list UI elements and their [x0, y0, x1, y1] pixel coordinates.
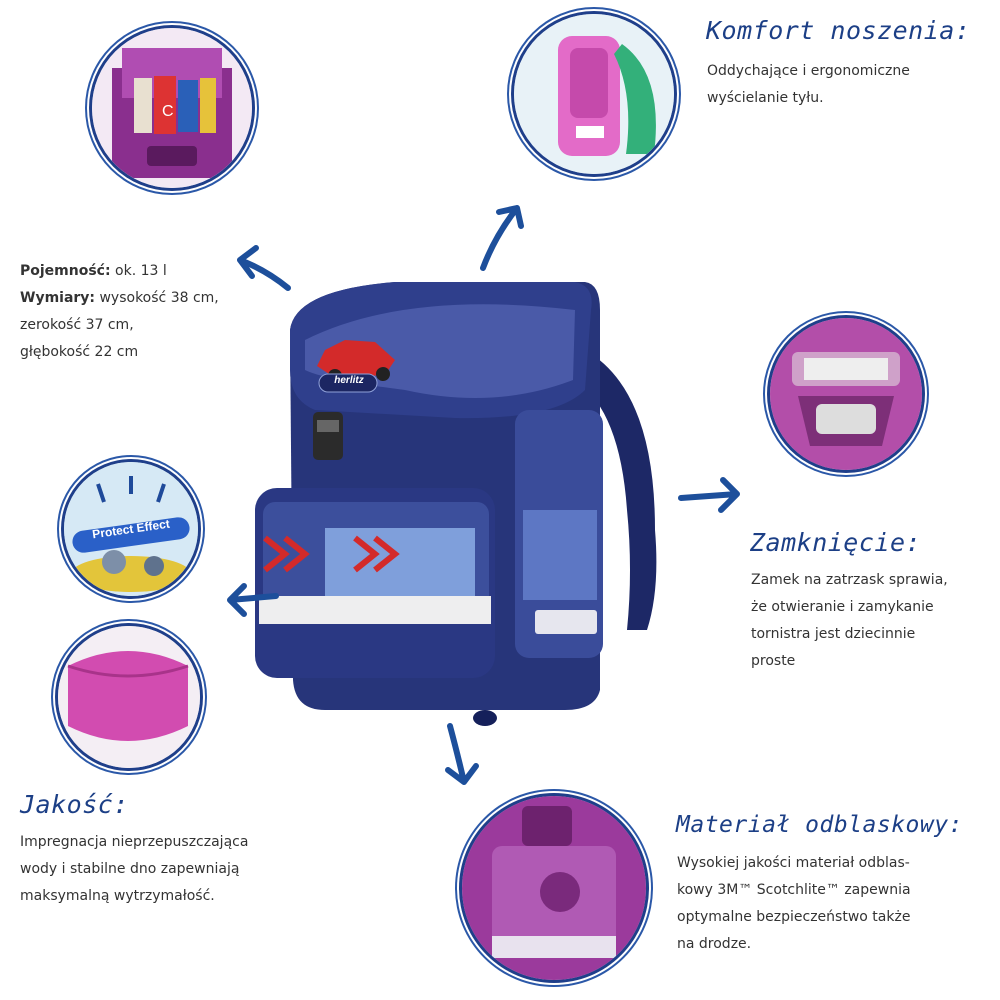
dimensions-row: Wymiary: wysokość 38 cm,	[20, 285, 219, 312]
interior-compartment-image: C	[92, 28, 252, 188]
dimensions-width: zerokość 37 cm,	[20, 317, 134, 333]
reflective-line-2: kowy 3M™ Scotchlite™ zapewnia	[677, 882, 911, 898]
quality-description: Impregnacja nieprzepuszczająca wody i st…	[20, 829, 248, 910]
closure-title: Zamknięcie:	[750, 528, 922, 557]
closure-line-1: Zamek na zatrzask sprawia,	[751, 572, 948, 588]
brand-logo: herlitz	[334, 375, 364, 386]
back-padding-image	[514, 14, 674, 174]
arrow-up-left-icon	[226, 240, 296, 300]
protect-effect-image: Protect Effect	[64, 462, 198, 596]
reinforced-base-image	[58, 626, 200, 768]
arrow-right-icon	[675, 470, 745, 520]
capacity-row: Pojemność: ok. 13 l	[20, 258, 219, 285]
closure-description: Zamek na zatrzask sprawia, że otwieranie…	[751, 567, 948, 675]
quality-line-1: Impregnacja nieprzepuszczająca	[20, 834, 249, 850]
reflective-material-image	[462, 796, 646, 980]
arrow-left-icon	[222, 574, 282, 624]
svg-text:C: C	[162, 103, 174, 120]
dimensions-height: wysokość 38 cm,	[95, 290, 219, 306]
comfort-line-1: Oddychające i ergonomiczne	[707, 63, 910, 79]
capacity-value: ok. 13 l	[110, 263, 167, 279]
reflective-line-3: optymalne bezpieczeństwo także	[677, 909, 911, 925]
reflective-line-1: Wysokiej jakości materiał odblas-	[677, 855, 910, 871]
arrow-down-icon	[430, 720, 490, 790]
reflective-title: Materiał odblaskowy:	[676, 812, 963, 838]
arrow-up-icon	[465, 196, 535, 276]
closure-line-3: tornistra jest dziecinnie	[751, 626, 916, 642]
quality-line-3: maksymalną wytrzymałość.	[20, 888, 215, 904]
capacity-dimensions: Pojemność: ok. 13 l Wymiary: wysokość 38…	[20, 258, 219, 366]
comfort-title: Komfort noszenia:	[706, 16, 971, 45]
quality-title: Jakość:	[20, 790, 129, 819]
school-backpack-image: herlitz	[255, 270, 675, 740]
dimensions-depth: głębokość 22 cm	[20, 344, 139, 360]
clasp-closure-image	[770, 318, 922, 470]
closure-line-4: proste	[751, 653, 796, 669]
reflective-line-4: na drodze.	[677, 936, 752, 952]
comfort-description: Oddychające i ergonomiczne wyścielanie t…	[707, 58, 910, 112]
reflective-description: Wysokiej jakości materiał odblas- kowy 3…	[677, 850, 911, 958]
dimensions-label: Wymiary:	[20, 290, 96, 306]
comfort-line-2: wyścielanie tyłu.	[707, 90, 824, 106]
closure-line-2: że otwieranie i zamykanie	[751, 599, 934, 615]
capacity-label: Pojemność:	[20, 263, 111, 279]
quality-line-2: wody i stabilne dno zapewniają	[20, 861, 240, 877]
